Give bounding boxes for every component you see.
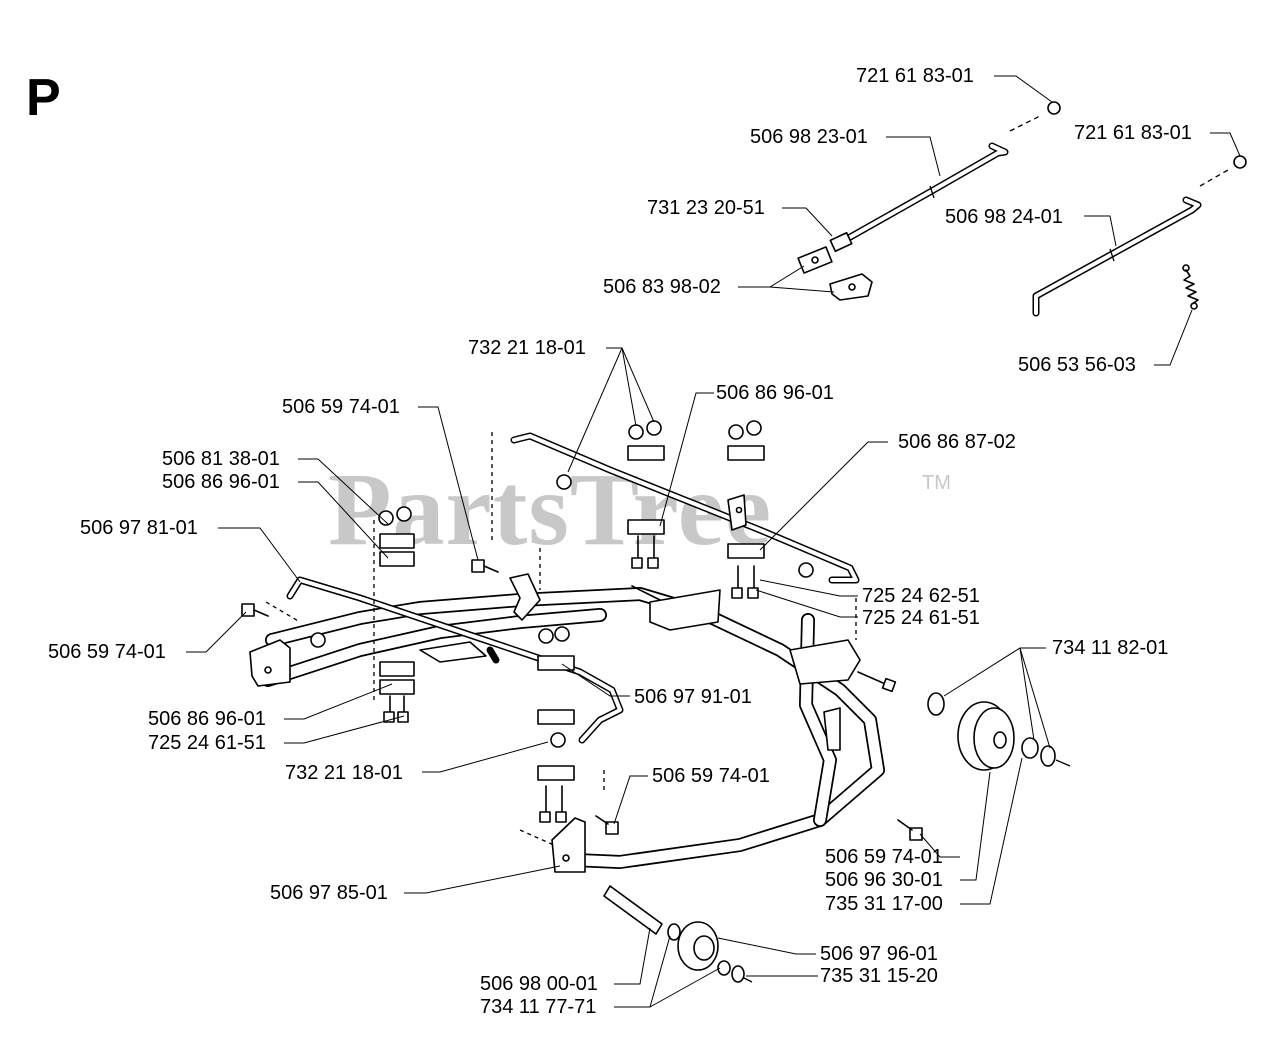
part-label-506-59-74-01-a: 506 59 74-01 (282, 396, 400, 418)
part-label-506-97-96-01: 506 97 96-01 (820, 943, 938, 965)
part-label-506-83-98-02: 506 83 98-02 (603, 276, 721, 298)
rod-506-98-24-01 (1032, 155, 1247, 317)
part-label-725-24-62-51: 725 24 62-51 (862, 585, 980, 607)
part-label-725-24-61-51-b: 725 24 61-51 (148, 732, 266, 754)
part-label-506-97-81-01: 506 97 81-01 (80, 517, 198, 539)
part-label-725-24-61-51-a: 725 24 61-51 (862, 607, 980, 629)
part-label-731-23-20-51: 731 23 20-51 (647, 197, 765, 219)
part-label-506-59-74-01-b: 506 59 74-01 (48, 641, 166, 663)
part-label-506-98-24-01: 506 98 24-01 (945, 206, 1063, 228)
part-label-732-21-18-01-a: 732 21 18-01 (468, 337, 586, 359)
part-label-721-61-83-01-b: 721 61 83-01 (1074, 122, 1192, 144)
wheel-506-96-30-01 (927, 692, 1071, 771)
part-label-506-86-87-02: 506 86 87-02 (898, 431, 1016, 453)
arm-506-86-87-02 (510, 432, 860, 584)
spring-506-53-56-03 (1182, 264, 1199, 310)
clamp-stack-center-upper (627, 420, 665, 569)
part-label-734-11-82-01: 734 11 82-01 (1052, 637, 1169, 659)
part-label-506-53-56-03: 506 53 56-03 (1018, 354, 1136, 376)
clamp-stack-left (378, 506, 415, 723)
part-label-506-86-96-01-c: 506 86 96-01 (148, 708, 266, 730)
roller-506-97-96-01 (603, 885, 753, 983)
bracket-506-83-98-02 (829, 273, 873, 301)
part-label-735-31-15-20: 735 31 15-20 (820, 965, 938, 987)
part-label-506-59-74-01-d: 506 59 74-01 (825, 846, 943, 868)
lift-arm-506-97-81-01 (286, 576, 624, 744)
part-label-732-21-18-01-b: 732 21 18-01 (285, 762, 403, 784)
part-label-734-11-77-71: 734 11 77-71 (480, 996, 597, 1018)
part-label-721-61-83-01-a: 721 61 83-01 (856, 65, 974, 87)
frame-506-97-85-01 (249, 573, 897, 873)
part-label-735-31-17-00: 735 31 17-00 (825, 893, 943, 915)
part-label-506-97-91-01: 506 97 91-01 (634, 686, 752, 708)
guide-lines (265, 432, 857, 847)
part-label-506-98-00-01: 506 98 00-01 (480, 973, 598, 995)
part-label-506-98-23-01: 506 98 23-01 (750, 126, 868, 148)
part-label-506-81-38-01: 506 81 38-01 (162, 448, 280, 470)
part-label-506-86-96-01-b: 506 86 96-01 (162, 471, 280, 493)
part-label-506-86-96-01-a: 506 86 96-01 (716, 382, 834, 404)
leader-lines (186, 75, 1241, 1008)
clevis-731-23-20-51 (797, 231, 853, 274)
clamp-stack-center-lower (537, 626, 575, 823)
nuts-and-screws (241, 474, 923, 841)
rod-506-98-23-01 (841, 101, 1061, 244)
part-label-506-59-74-01-c: 506 59 74-01 (652, 765, 770, 787)
trademark-symbol: TM (922, 472, 951, 494)
part-label-506-96-30-01: 506 96 30-01 (825, 869, 943, 891)
section-letter: P (26, 69, 61, 127)
clamp-stack-right-upper (727, 420, 765, 599)
part-label-506-97-85-01: 506 97 85-01 (270, 882, 388, 904)
